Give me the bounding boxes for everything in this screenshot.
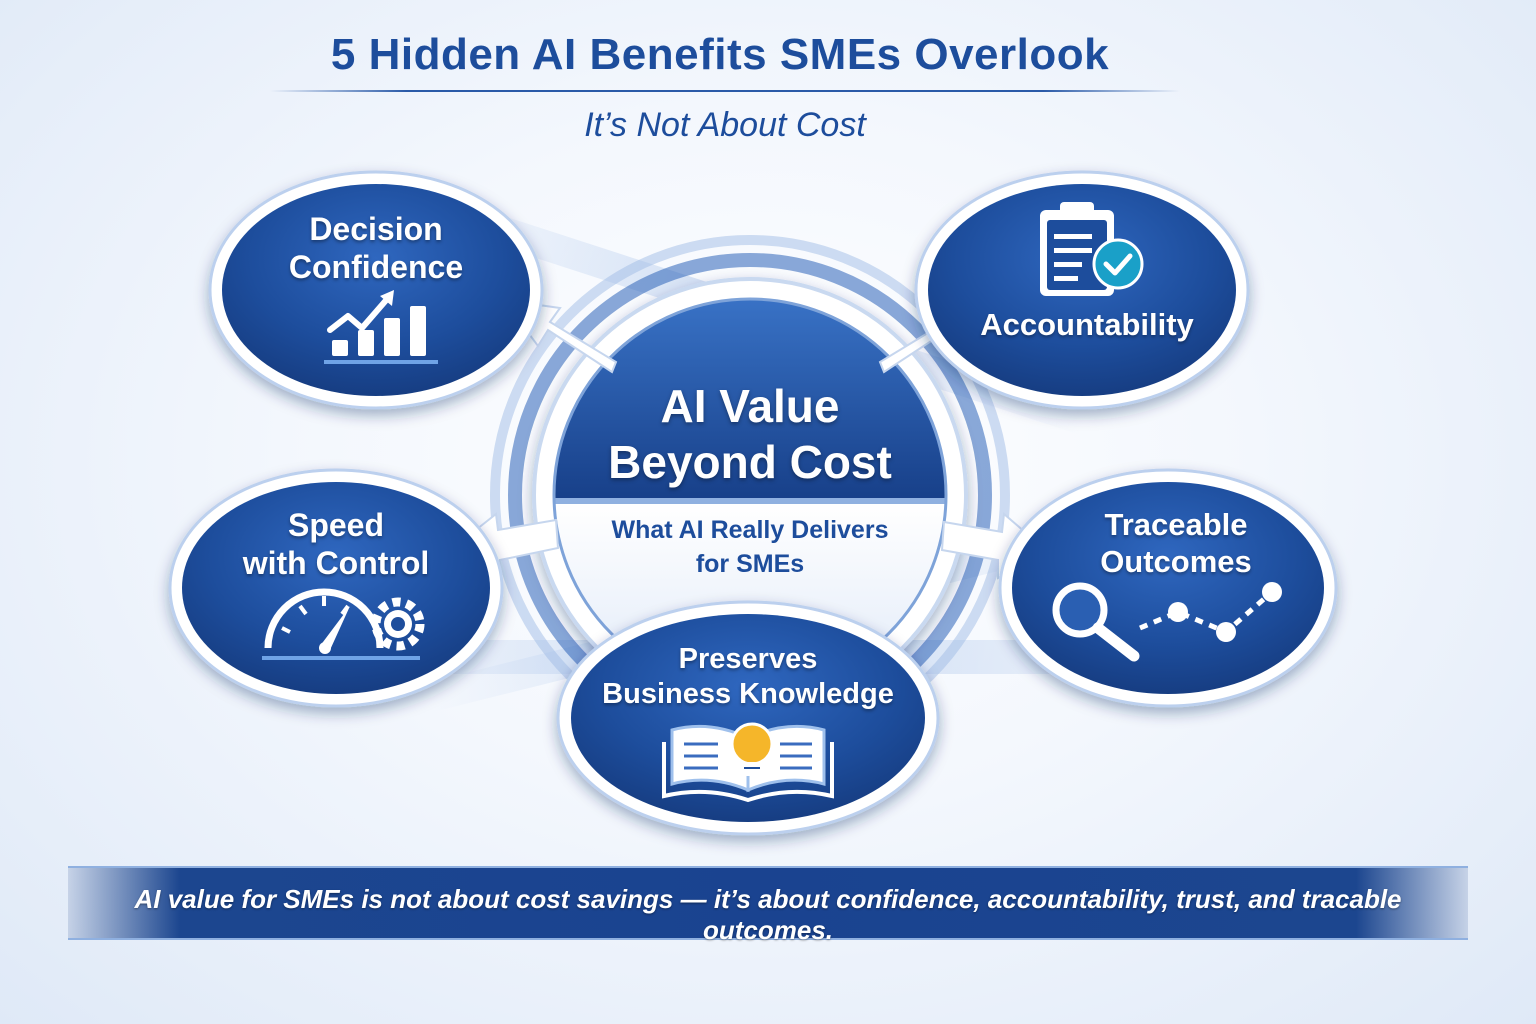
center-subtitle-line1: What AI Really Delivers <box>611 516 889 544</box>
decision-confidence-line2: Confidence <box>288 249 464 286</box>
decision-confidence-label: Decision Confidence <box>256 210 496 287</box>
traceable-outcomes-line2: Outcomes <box>1100 544 1252 580</box>
preserves-knowledge-label: Preserves Business Knowledge <box>588 642 908 712</box>
bar-chart-growth-icon <box>324 290 438 364</box>
speed-with-control-line2: with Control <box>242 545 430 582</box>
preserves-knowledge-line1: Preserves <box>678 643 818 675</box>
center-subtitle-line2: for SMEs <box>695 549 805 578</box>
clipboard-check-icon <box>1040 202 1144 296</box>
traceable-outcomes-label: Traceable Outcomes <box>1056 506 1296 580</box>
page-subtitle: It’s Not About Cost <box>584 106 866 144</box>
node-decision-confidence <box>208 170 544 410</box>
page-title: 5 Hidden AI Benefits SMEs Overlook <box>330 30 1110 79</box>
speedometer-gear-icon <box>262 588 425 660</box>
accountability-label: Accountability <box>962 306 1212 343</box>
decision-confidence-line1: Decision <box>309 211 443 247</box>
accountability-line1: Accountability <box>980 307 1194 342</box>
preserves-knowledge-line2: Business Knowledge <box>602 677 894 710</box>
node-traceable-outcomes <box>998 468 1338 708</box>
center-title: AI Value Beyond Cost <box>560 378 940 490</box>
title-divider <box>270 90 1180 92</box>
node-preserves-knowledge <box>556 600 940 836</box>
traceable-outcomes-line1: Traceable <box>1104 507 1248 542</box>
magnifier-trace-icon <box>1052 582 1282 662</box>
center-title-line2: Beyond Cost <box>608 436 892 489</box>
speed-with-control-label: Speed with Control <box>216 506 456 583</box>
summary-banner <box>68 866 1468 940</box>
speed-with-control-line1: Speed <box>287 507 385 543</box>
center-title-line1: AI Value <box>660 380 840 432</box>
book-lightbulb-icon <box>662 722 834 803</box>
center-subtitle: What AI Really Delivers for SMEs <box>560 514 940 582</box>
summary-banner-text: AI value for SMEs is not about cost savi… <box>134 884 1402 945</box>
